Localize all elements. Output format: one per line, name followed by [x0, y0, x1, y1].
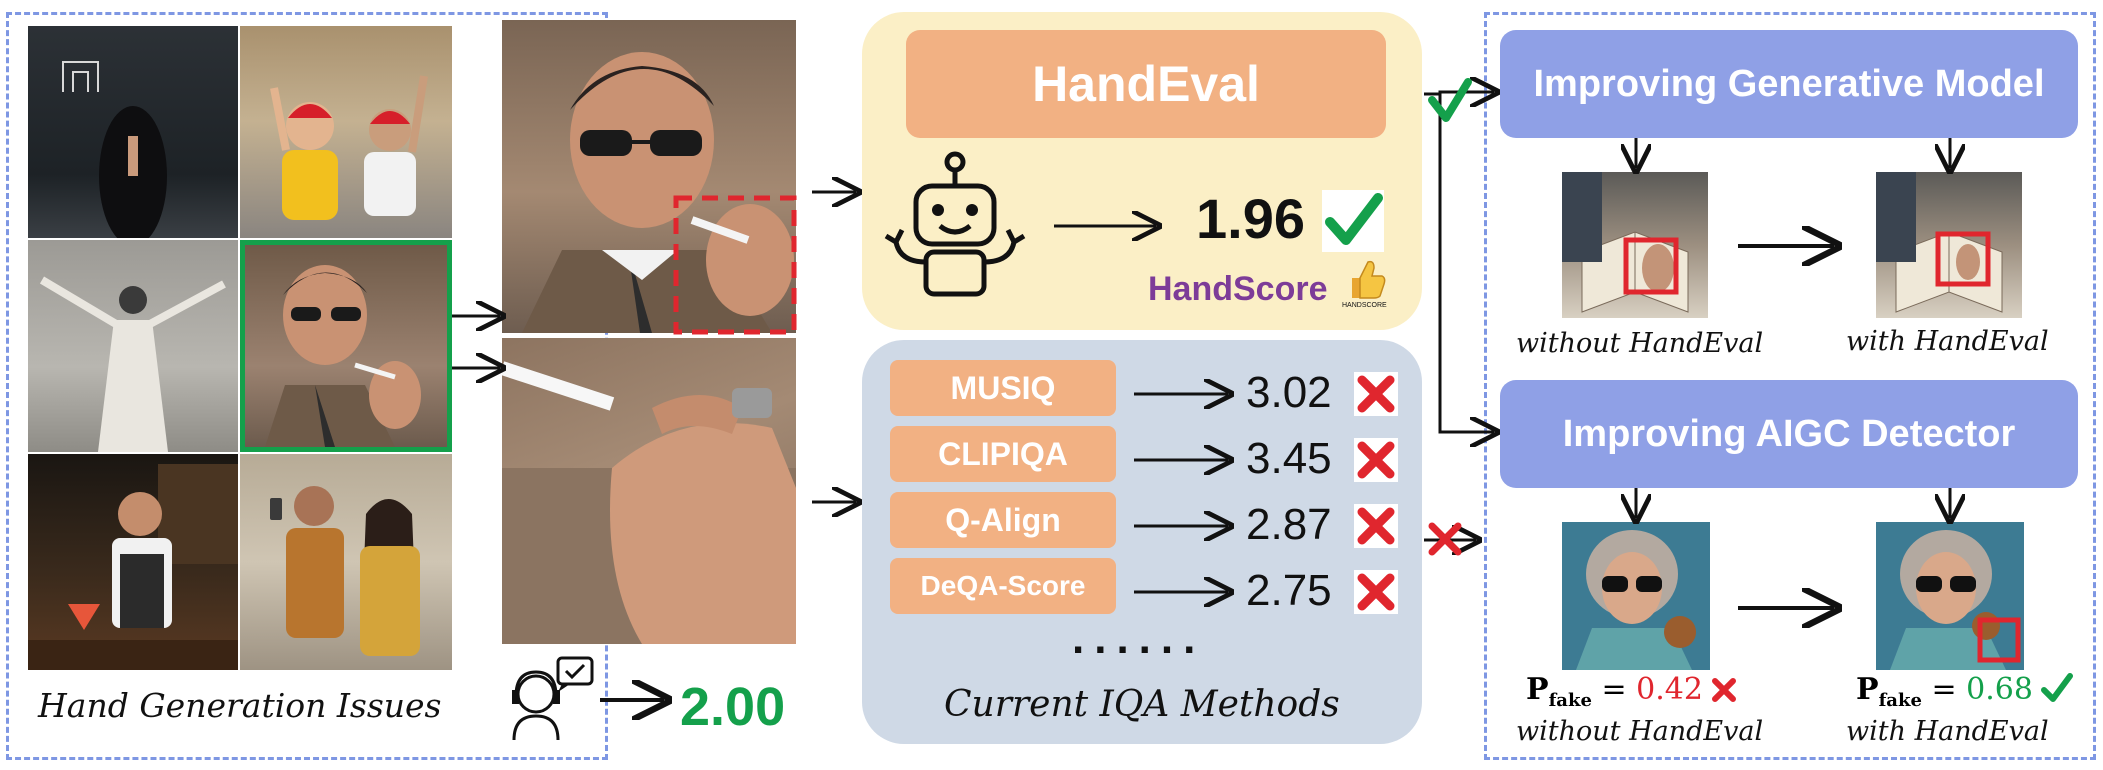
- bartender-figure: [28, 464, 238, 670]
- cross-icon: [1354, 570, 1398, 614]
- photo-smoking-man-thumbnail: [240, 240, 452, 452]
- check-icon: [1428, 78, 1472, 122]
- arrow-icon: [1438, 94, 1494, 432]
- photo-friends-phones: [240, 454, 452, 670]
- score-musiq: 3.02: [1246, 368, 1332, 417]
- robot-icon: [884, 151, 1026, 297]
- handscore-logo-subtext: HANDSCORE: [1342, 302, 1387, 309]
- photo-old-woman-with: [1876, 522, 2024, 670]
- hand-region-box: [673, 195, 797, 335]
- improving-generative-model-box: Improving Generative Model: [1500, 30, 2078, 138]
- pfake-equals: =: [1601, 672, 1627, 707]
- hand-cigarette-closeup: [502, 361, 796, 644]
- photo-kids-cheering: [240, 26, 452, 238]
- without-handeval-label-gen: without HandEval: [1516, 328, 1764, 359]
- score-deqa-score: 2.75: [1246, 566, 1332, 615]
- pfake-with-value: 0.68: [1966, 672, 2033, 707]
- thumbs-up-icon: [1352, 260, 1386, 299]
- pfake-equals: =: [1931, 672, 1957, 707]
- method-deqa-score: DeQA-Score: [890, 558, 1116, 614]
- pfake-without-value: 0.42: [1636, 672, 1703, 707]
- handeval-score: 1.96: [1196, 187, 1305, 250]
- with-handeval-label-gen: with HandEval: [1846, 326, 2049, 357]
- smoking-man-figure-small: [265, 265, 421, 447]
- check-icon: [1322, 190, 1384, 252]
- photo-bartender: [28, 454, 238, 670]
- with-handeval-label-det: with HandEval: [1846, 716, 2049, 747]
- pfake-subscript: fake: [1548, 690, 1592, 711]
- without-handeval-label-det: without HandEval: [1516, 716, 1764, 747]
- chalkboard-figure: [62, 61, 167, 238]
- score-clipiqa: 3.45: [1246, 434, 1332, 483]
- human-rater-icon: [512, 656, 594, 741]
- book-reader-figure-fixed: [1876, 172, 2003, 313]
- pfake-symbol: P: [1856, 672, 1879, 707]
- improving-aigc-detector-box: Improving AIGC Detector: [1500, 380, 2078, 488]
- woman-figure: [39, 276, 226, 452]
- iqa-ellipsis: ......: [1072, 614, 1206, 663]
- photo-chalkboard: [28, 26, 238, 238]
- pfake-with: Pfake = 0.68: [1856, 672, 2033, 711]
- method-q-align: Q-Align: [890, 492, 1116, 548]
- smoking-man-figure-large: [522, 52, 794, 333]
- check-icon: [2041, 673, 2073, 702]
- photo-book-without: [1562, 172, 1708, 318]
- handeval-title: HandEval: [906, 30, 1386, 138]
- applications-panel: [1484, 12, 2096, 760]
- photo-woman-arms-spread: [28, 240, 238, 452]
- iqa-caption: Current IQA Methods: [944, 684, 1340, 725]
- method-clipiqa: CLIPIQA: [890, 426, 1116, 482]
- hand-issues-caption: Hand Generation Issues: [38, 686, 442, 725]
- cross-icon: [1354, 372, 1398, 416]
- photo-smoking-man-large: [502, 20, 796, 333]
- photo-book-with: [1876, 172, 2022, 318]
- score-q-align: 2.87: [1246, 500, 1332, 549]
- pfake-subscript: fake: [1878, 690, 1922, 711]
- cross-icon: [1712, 678, 1736, 702]
- old-woman-figure: [1576, 530, 1696, 670]
- cross-icon: [1354, 438, 1398, 482]
- human-score: 2.00: [680, 677, 786, 737]
- kids-figures: [270, 75, 428, 220]
- handscore-logo-text: HandScore: [1148, 270, 1328, 308]
- cross-icon: [1354, 504, 1398, 548]
- method-musiq: MUSIQ: [890, 360, 1116, 416]
- cross-icon: [1428, 522, 1462, 556]
- friends-figures: [270, 486, 420, 656]
- pfake-symbol: P: [1526, 672, 1549, 707]
- pfake-without: Pfake = 0.42: [1526, 672, 1703, 711]
- old-woman-figure-fixed: [1890, 530, 2021, 670]
- book-reader-figure: [1562, 172, 1689, 313]
- photo-hand-crop: [502, 338, 796, 644]
- arrow-icon: [1424, 92, 1494, 94]
- photo-old-woman-without: [1562, 522, 1710, 670]
